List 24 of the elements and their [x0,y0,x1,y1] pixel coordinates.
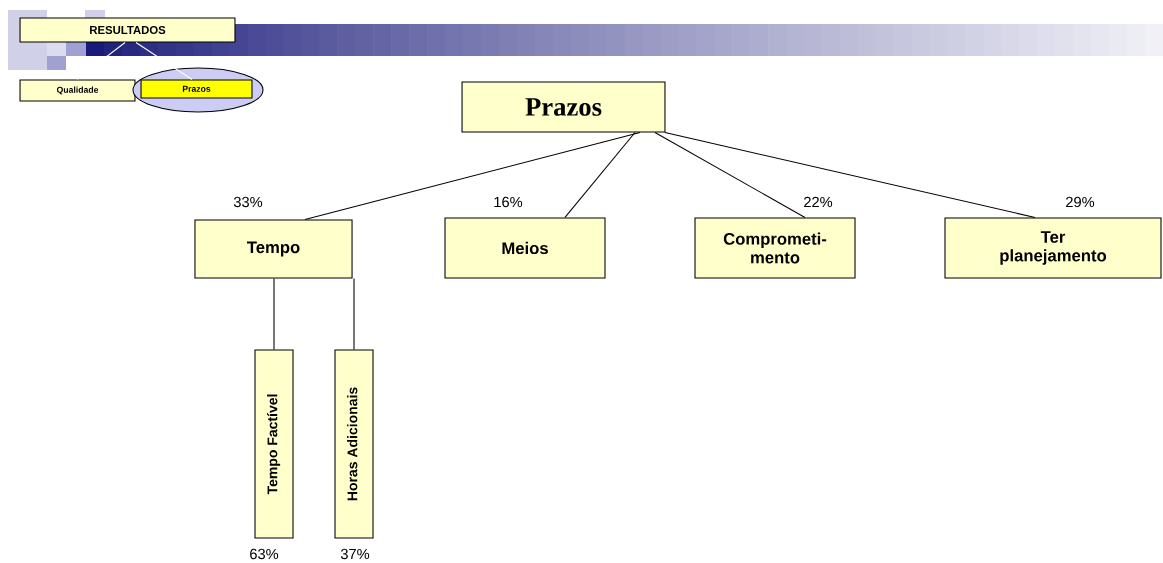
percentage-label: 37% [340,548,370,560]
category-box: Tempo [194,219,353,279]
category-box: Prazos [461,81,666,133]
category-box: Comprometi- mento [694,217,856,279]
connector-line [273,278,275,350]
connector-line [135,42,193,80]
percentage-label: 33% [233,196,263,208]
percentage-label: 63% [250,548,279,560]
connector-line [654,132,806,218]
tab-box: Qualidade [19,79,136,102]
connector-line [353,278,355,350]
connector-line [304,132,641,220]
tab-box: RESULTADOS [19,17,236,43]
subcategory-box: Tempo Factível [254,349,294,539]
connector-line [76,42,126,80]
subcategory-box: Horas Adicionais [334,349,374,539]
percentage-label: 22% [804,196,833,208]
category-box: Meios [444,217,606,279]
percentage-label: 29% [1066,196,1095,208]
connector-line [564,132,636,218]
connector-line [664,132,1036,218]
percentage-label: 16% [494,196,523,208]
highlighted-tab-box: Prazos [140,79,253,99]
category-box: Ter planejamento [944,217,1162,279]
